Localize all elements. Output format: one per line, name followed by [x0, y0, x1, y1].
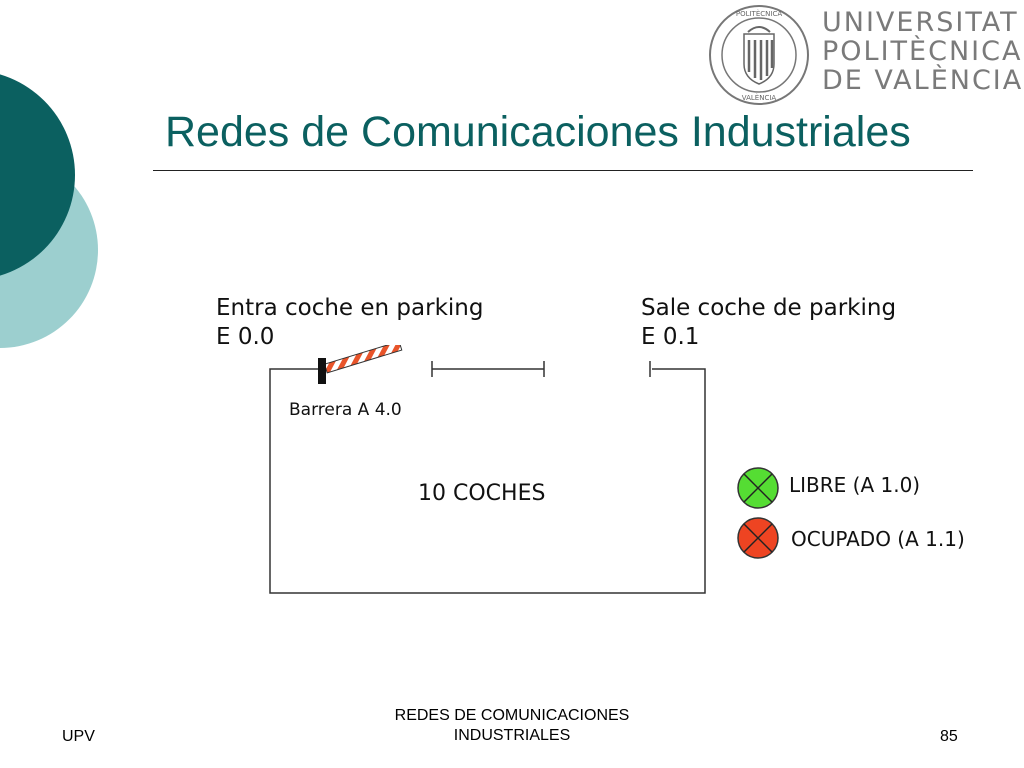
- decorative-circles: [0, 74, 98, 348]
- page-number: 85: [940, 728, 958, 745]
- barrier-arm-icon: [323, 345, 403, 374]
- lamp-libre-label: LIBRE (A 1.0): [789, 473, 921, 497]
- svg-text:VALÈNCIA: VALÈNCIA: [742, 93, 777, 102]
- lamp-libre-icon: [737, 467, 779, 509]
- svg-text:POLITÈCNICA: POLITÈCNICA: [736, 9, 782, 18]
- university-seal-icon: POLITÈCNICA VALÈNCIA: [709, 5, 809, 105]
- logo-line-2: POLITÈCNICA: [822, 36, 1023, 67]
- title-divider: [153, 170, 973, 171]
- logo-line-3: DE VALÈNCIA: [822, 65, 1024, 96]
- capacity-label: 10 COCHES: [418, 481, 546, 506]
- entry-input-address: E 0.0: [216, 324, 275, 350]
- entry-sensor-label: Entra coche en parking E 0.0: [216, 294, 483, 352]
- logo-line-1: UNIVERSITAT: [822, 7, 1019, 38]
- parking-diagram: [269, 345, 706, 594]
- footer-left: UPV: [62, 728, 95, 745]
- entry-label: Entra coche en parking: [216, 295, 484, 321]
- footer-center: REDES DE COMUNICACIONES INDUSTRIALES: [394, 707, 630, 744]
- entry-sensor-marker: [431, 361, 545, 377]
- dark-teal-circle: [0, 74, 75, 276]
- slide-title: Redes de Comunicaciones Industriales: [165, 108, 911, 156]
- exit-input-address: E 0.1: [641, 324, 700, 350]
- lamp-ocupado-icon: [737, 517, 779, 559]
- barrier-label: Barrera A 4.0: [289, 400, 402, 420]
- parking-lot-outline: [269, 368, 706, 594]
- university-logo-text: UNIVERSITAT POLITÈCNICA DE VALÈNCIA: [822, 8, 1023, 95]
- barrier-post: [318, 358, 326, 384]
- lamp-ocupado-label: OCUPADO (A 1.1): [791, 527, 965, 551]
- exit-sensor-label: Sale coche de parking E 0.1: [641, 294, 896, 352]
- exit-label: Sale coche de parking: [641, 295, 897, 321]
